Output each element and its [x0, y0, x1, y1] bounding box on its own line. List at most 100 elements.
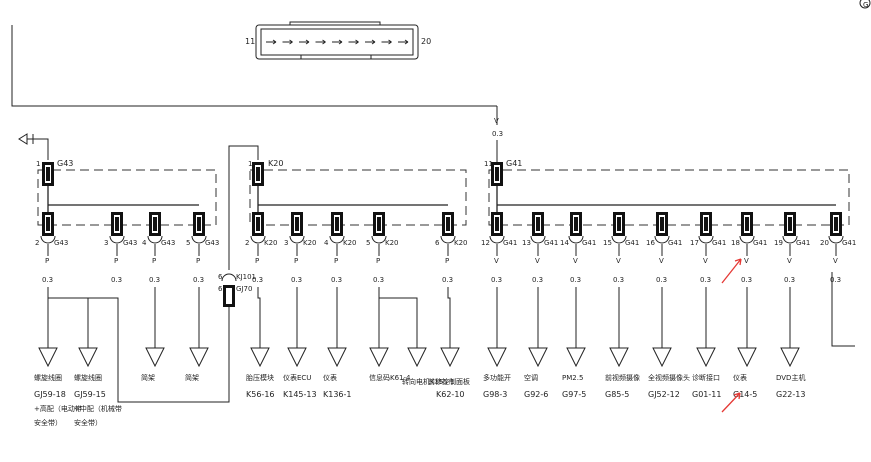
splice-name: K20: [264, 239, 278, 247]
splice-terminal[interactable]: [830, 212, 842, 236]
load-terminal-icon[interactable]: [407, 347, 427, 368]
load-terminal-icon[interactable]: [327, 347, 347, 368]
splice-terminal[interactable]: [491, 212, 503, 236]
splice-pin: 14: [560, 239, 569, 247]
splice-terminal[interactable]: [532, 212, 544, 236]
splice-terminal[interactable]: [111, 212, 123, 236]
load-terminal-icon[interactable]: [369, 347, 389, 368]
splice-name: K20: [454, 239, 468, 247]
wire-color: V: [787, 257, 792, 265]
splice-terminal[interactable]: [570, 212, 582, 236]
load-code: GJ59-15: [74, 390, 106, 399]
load-code: G85-5: [605, 390, 629, 399]
wire-gauge: 0.3: [291, 276, 302, 284]
splice-name: G41: [544, 239, 558, 247]
splice-pin: 6: [435, 239, 440, 247]
splice-terminal[interactable]: [442, 212, 454, 236]
connector-pin: [381, 39, 392, 45]
ground-icon: [18, 133, 49, 160]
splice-terminal[interactable]: [656, 212, 668, 236]
wire-gauge: 0.3: [532, 276, 543, 284]
load-terminal-icon[interactable]: [145, 347, 165, 368]
corner-mark: G: [863, 1, 868, 9]
wire-color: P: [196, 257, 200, 265]
load-name: 螺旋线圈: [34, 373, 62, 382]
load-terminal-icon[interactable]: [287, 347, 307, 368]
splice-name: K20: [343, 239, 357, 247]
splice-terminal[interactable]: [193, 212, 205, 236]
splice-name: G41: [796, 239, 810, 247]
load-terminal-icon[interactable]: [780, 347, 800, 368]
load-terminal-icon[interactable]: [737, 347, 757, 368]
splice-terminal[interactable]: [42, 212, 54, 236]
load-code: K62-10: [436, 390, 465, 399]
load-code: K56-16: [246, 390, 275, 399]
wire-color: P: [114, 257, 118, 265]
splice-terminal[interactable]: [784, 212, 796, 236]
load-name: 简架: [141, 373, 155, 382]
load-note: +高配（电动带: [34, 404, 82, 413]
splice-terminal[interactable]: [700, 212, 712, 236]
wire-color: V: [703, 257, 708, 265]
load-terminal-icon[interactable]: [440, 347, 460, 368]
splice-pin: 3: [284, 239, 288, 247]
load-name: 空调: [524, 373, 538, 382]
connector-housing[interactable]: [255, 21, 419, 60]
load-name: 螺旋线圈: [74, 373, 102, 382]
load-terminal-icon[interactable]: [487, 347, 507, 368]
load-terminal-icon[interactable]: [696, 347, 716, 368]
group-name-g43: G43: [57, 159, 73, 168]
splice-terminal[interactable]: [741, 212, 753, 236]
splice-name: G41: [842, 239, 856, 247]
load-terminal-icon[interactable]: [609, 347, 629, 368]
splice-pin: 18: [731, 239, 740, 247]
load-terminal-icon[interactable]: [652, 347, 672, 368]
load-terminal-icon[interactable]: [250, 347, 270, 368]
top-wire-gauge: 0.3: [492, 130, 503, 138]
splice-terminal[interactable]: [291, 212, 303, 236]
corner-circle: [859, 0, 871, 9]
splice-pin: 4: [142, 239, 147, 247]
group-top-terminal[interactable]: [491, 162, 503, 186]
splice-name: G43: [205, 239, 219, 247]
splice-pin: 5: [366, 239, 370, 247]
splice-pin: 2: [245, 239, 249, 247]
junction-pin-bottom: 6: [218, 285, 223, 293]
splice-name: G43: [54, 239, 68, 247]
load-terminal-icon[interactable]: [189, 347, 209, 368]
connector-pin: [332, 39, 343, 45]
load-terminal-icon[interactable]: [38, 347, 58, 368]
splice-pin: 13: [522, 239, 531, 247]
junction-name-bottom: GJ70: [236, 285, 252, 293]
load-name: 前移控制面板: [428, 377, 470, 386]
top-wire-color: V: [494, 117, 499, 125]
load-terminal-icon[interactable]: [78, 347, 98, 368]
wire-gauge: 0.3: [331, 276, 342, 284]
group-pin-g43: 1: [36, 160, 40, 168]
splice-terminal[interactable]: [373, 212, 385, 236]
load-note: +中配（机械带: [74, 404, 122, 413]
load-name: 多功能开: [483, 373, 511, 382]
wire-gauge: 0.3: [830, 276, 841, 284]
wire-color: P: [334, 257, 338, 265]
load-name: PM2.5: [562, 374, 583, 382]
wire-gauge: 0.3: [373, 276, 384, 284]
group-pin-k20: 1: [248, 160, 252, 168]
splice-name: G41: [625, 239, 639, 247]
splice-terminal[interactable]: [613, 212, 625, 236]
connector-right-pin: 20: [421, 37, 431, 46]
splice-terminal[interactable]: [149, 212, 161, 236]
splice-terminal[interactable]: [252, 212, 264, 236]
group-top-terminal[interactable]: [42, 162, 54, 186]
group-name-g41: G41: [506, 159, 522, 168]
load-terminal-icon[interactable]: [566, 347, 586, 368]
splice-pin: 16: [646, 239, 655, 247]
group-top-terminal[interactable]: [252, 162, 264, 186]
wire-gauge: 0.3: [149, 276, 160, 284]
load-terminal-icon[interactable]: [528, 347, 548, 368]
load-note: 安全带）: [74, 418, 102, 427]
wire-color: V: [573, 257, 578, 265]
splice-terminal[interactable]: [331, 212, 343, 236]
load-code: K145-13: [283, 390, 317, 399]
